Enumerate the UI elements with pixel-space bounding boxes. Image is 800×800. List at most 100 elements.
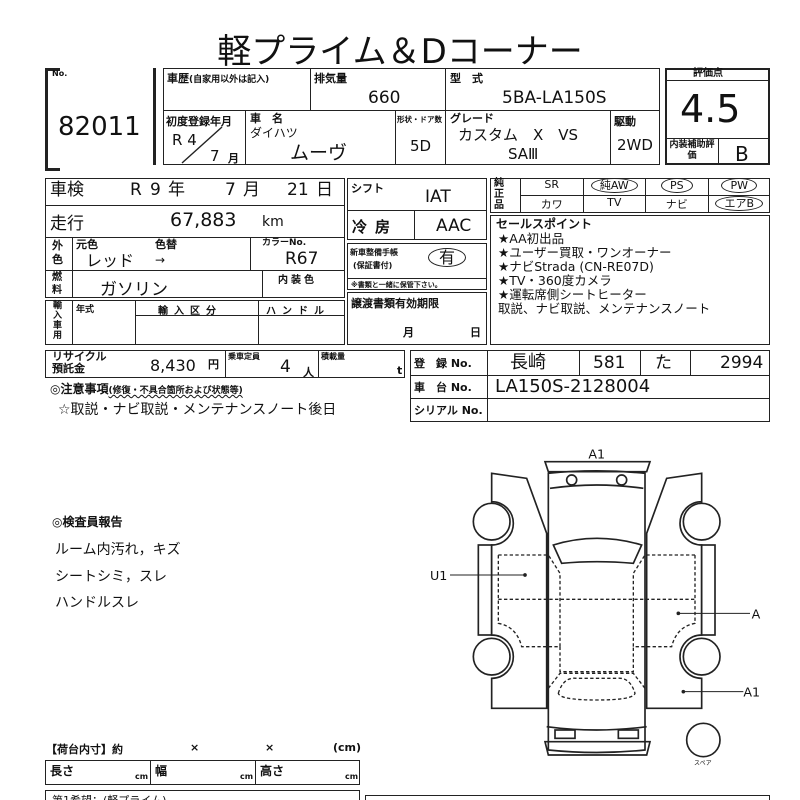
inspector-line: ハンドルスレ	[55, 595, 139, 611]
displacement-label: 排気量	[314, 72, 347, 85]
interior-score-label: 内装補助評価	[669, 140, 715, 161]
bottom-right-box	[365, 795, 770, 800]
divider	[72, 237, 73, 298]
shift-value: IAT	[425, 187, 451, 207]
wheel-icon	[682, 637, 721, 676]
damage-code-right: A	[752, 606, 761, 621]
import-label: 輸入車用	[53, 301, 63, 341]
recycle-label: リサイクル預託金	[52, 350, 107, 375]
score-box	[665, 68, 770, 165]
history-label: 車歴(自家用以外は記入)	[167, 72, 270, 85]
aircon-value: AAC	[436, 216, 472, 236]
sales-point: ★ナビStrada (CN-RE07D)	[498, 259, 654, 274]
registration-grid	[410, 350, 770, 422]
inspection-year: 9	[150, 180, 161, 200]
inspection-year-unit: 年	[168, 180, 185, 200]
registration-kana: た	[655, 353, 672, 373]
grade-line2: SAⅢ	[508, 145, 539, 163]
sales-point: ★TV・360度カメラ	[498, 273, 612, 288]
light-icon	[565, 474, 578, 486]
car-body	[547, 470, 646, 754]
cargo-unit: (cm)	[333, 741, 362, 754]
divider	[414, 210, 415, 240]
service-book-sub: (保証書付)	[353, 261, 393, 270]
registration-number: 2994	[720, 353, 764, 373]
transfer-docs-box	[347, 292, 487, 345]
cargo-cm: cm	[240, 772, 254, 781]
transfer-docs-month: 月	[403, 326, 414, 339]
rear-spoiler	[543, 460, 652, 473]
right-panels	[645, 472, 721, 710]
registration-region: 長崎	[510, 352, 546, 373]
cargo-x1: ×	[190, 741, 200, 754]
divider	[610, 110, 611, 165]
sales-points-list: ★AA初出品 ★ユーザー買取・ワンオーナー ★ナビStrada (CN-RE07…	[498, 232, 710, 316]
divider	[347, 278, 487, 279]
spare-tire-icon	[685, 722, 721, 758]
cargo-length-label: 長さ	[50, 764, 75, 778]
divider	[135, 300, 136, 345]
capacity-label: 乗車定員	[228, 352, 260, 361]
load-label: 積載量	[321, 352, 345, 361]
divider	[262, 270, 263, 298]
handle-label: ハンドル	[266, 306, 330, 317]
car-maker: ダイハツ	[250, 126, 298, 140]
genuine-item-ps: PS	[645, 178, 708, 196]
service-book-value: 有	[428, 248, 467, 267]
cargo-cm: cm	[135, 772, 149, 781]
service-book-circle: 有	[428, 248, 467, 267]
inspector-label: ◎検査員報告	[52, 515, 123, 529]
recycle-unit: 円	[208, 358, 219, 371]
divider	[665, 80, 770, 81]
cargo-x2: ×	[265, 741, 275, 754]
divider	[718, 138, 719, 165]
wish-text: 第1希望：(軽プライム)	[52, 792, 166, 800]
color-change-label: 色替	[155, 238, 177, 251]
sales-point: 取説、ナビ取説、メンテナンスノート	[498, 301, 711, 316]
inspection-month-unit: 月	[243, 180, 260, 200]
wheel-icon	[472, 637, 511, 676]
sales-point: ★ユーザー買取・ワンオーナー	[498, 245, 672, 260]
color-no-value: R67	[285, 249, 319, 269]
divider	[487, 350, 488, 422]
score-value: 4.5	[680, 87, 741, 131]
drive-label: 駆動	[614, 115, 636, 128]
fuel-value: ガソリン	[100, 280, 168, 300]
left-panels	[472, 472, 548, 710]
recycle-value: 8,430	[150, 356, 196, 375]
transfer-docs-day: 日	[470, 326, 481, 339]
dashed-panel-lines	[497, 554, 696, 701]
divider	[153, 68, 156, 165]
damage-code-right-rear: A1	[743, 685, 760, 700]
body-shape-label: 形状・ドア数	[397, 115, 442, 124]
mileage-unit: km	[262, 214, 284, 230]
drive-value: 2WD	[617, 136, 653, 154]
import-grid	[45, 300, 345, 345]
divider	[45, 205, 345, 206]
score-label: 評価点	[693, 68, 723, 79]
damage-code-rear: A1	[588, 446, 605, 461]
service-book-grid	[347, 243, 487, 290]
notes-label: ◎注意事項(修復・不具合箇所および状態等)	[50, 382, 243, 396]
genuine-item-tv: TV	[582, 195, 646, 213]
inspection-day: 21	[287, 180, 309, 200]
sales-points-label: セールスポイント	[496, 217, 593, 231]
car-damage-diagram: A1 U1 A A1 スペア	[430, 446, 761, 767]
divider	[690, 350, 691, 375]
inspector-line: ルーム内汚れ，キズ	[55, 542, 181, 558]
color-no-label: カラーNo.	[262, 238, 307, 248]
color-label: 外色	[52, 239, 63, 266]
wheel-icon	[472, 502, 511, 541]
load-unit: t	[397, 364, 403, 377]
light-icon	[615, 474, 628, 486]
genuine-item-leather: カワ	[520, 195, 583, 213]
model-code-value: 5BA-LA150S	[502, 88, 607, 108]
divider	[445, 68, 446, 165]
divider	[72, 300, 73, 345]
divider	[579, 350, 580, 375]
registration-label: 登 録 No.	[414, 357, 472, 370]
grade-line1: カスタム X VS	[458, 126, 579, 144]
divider	[665, 138, 770, 139]
divider	[45, 237, 345, 238]
